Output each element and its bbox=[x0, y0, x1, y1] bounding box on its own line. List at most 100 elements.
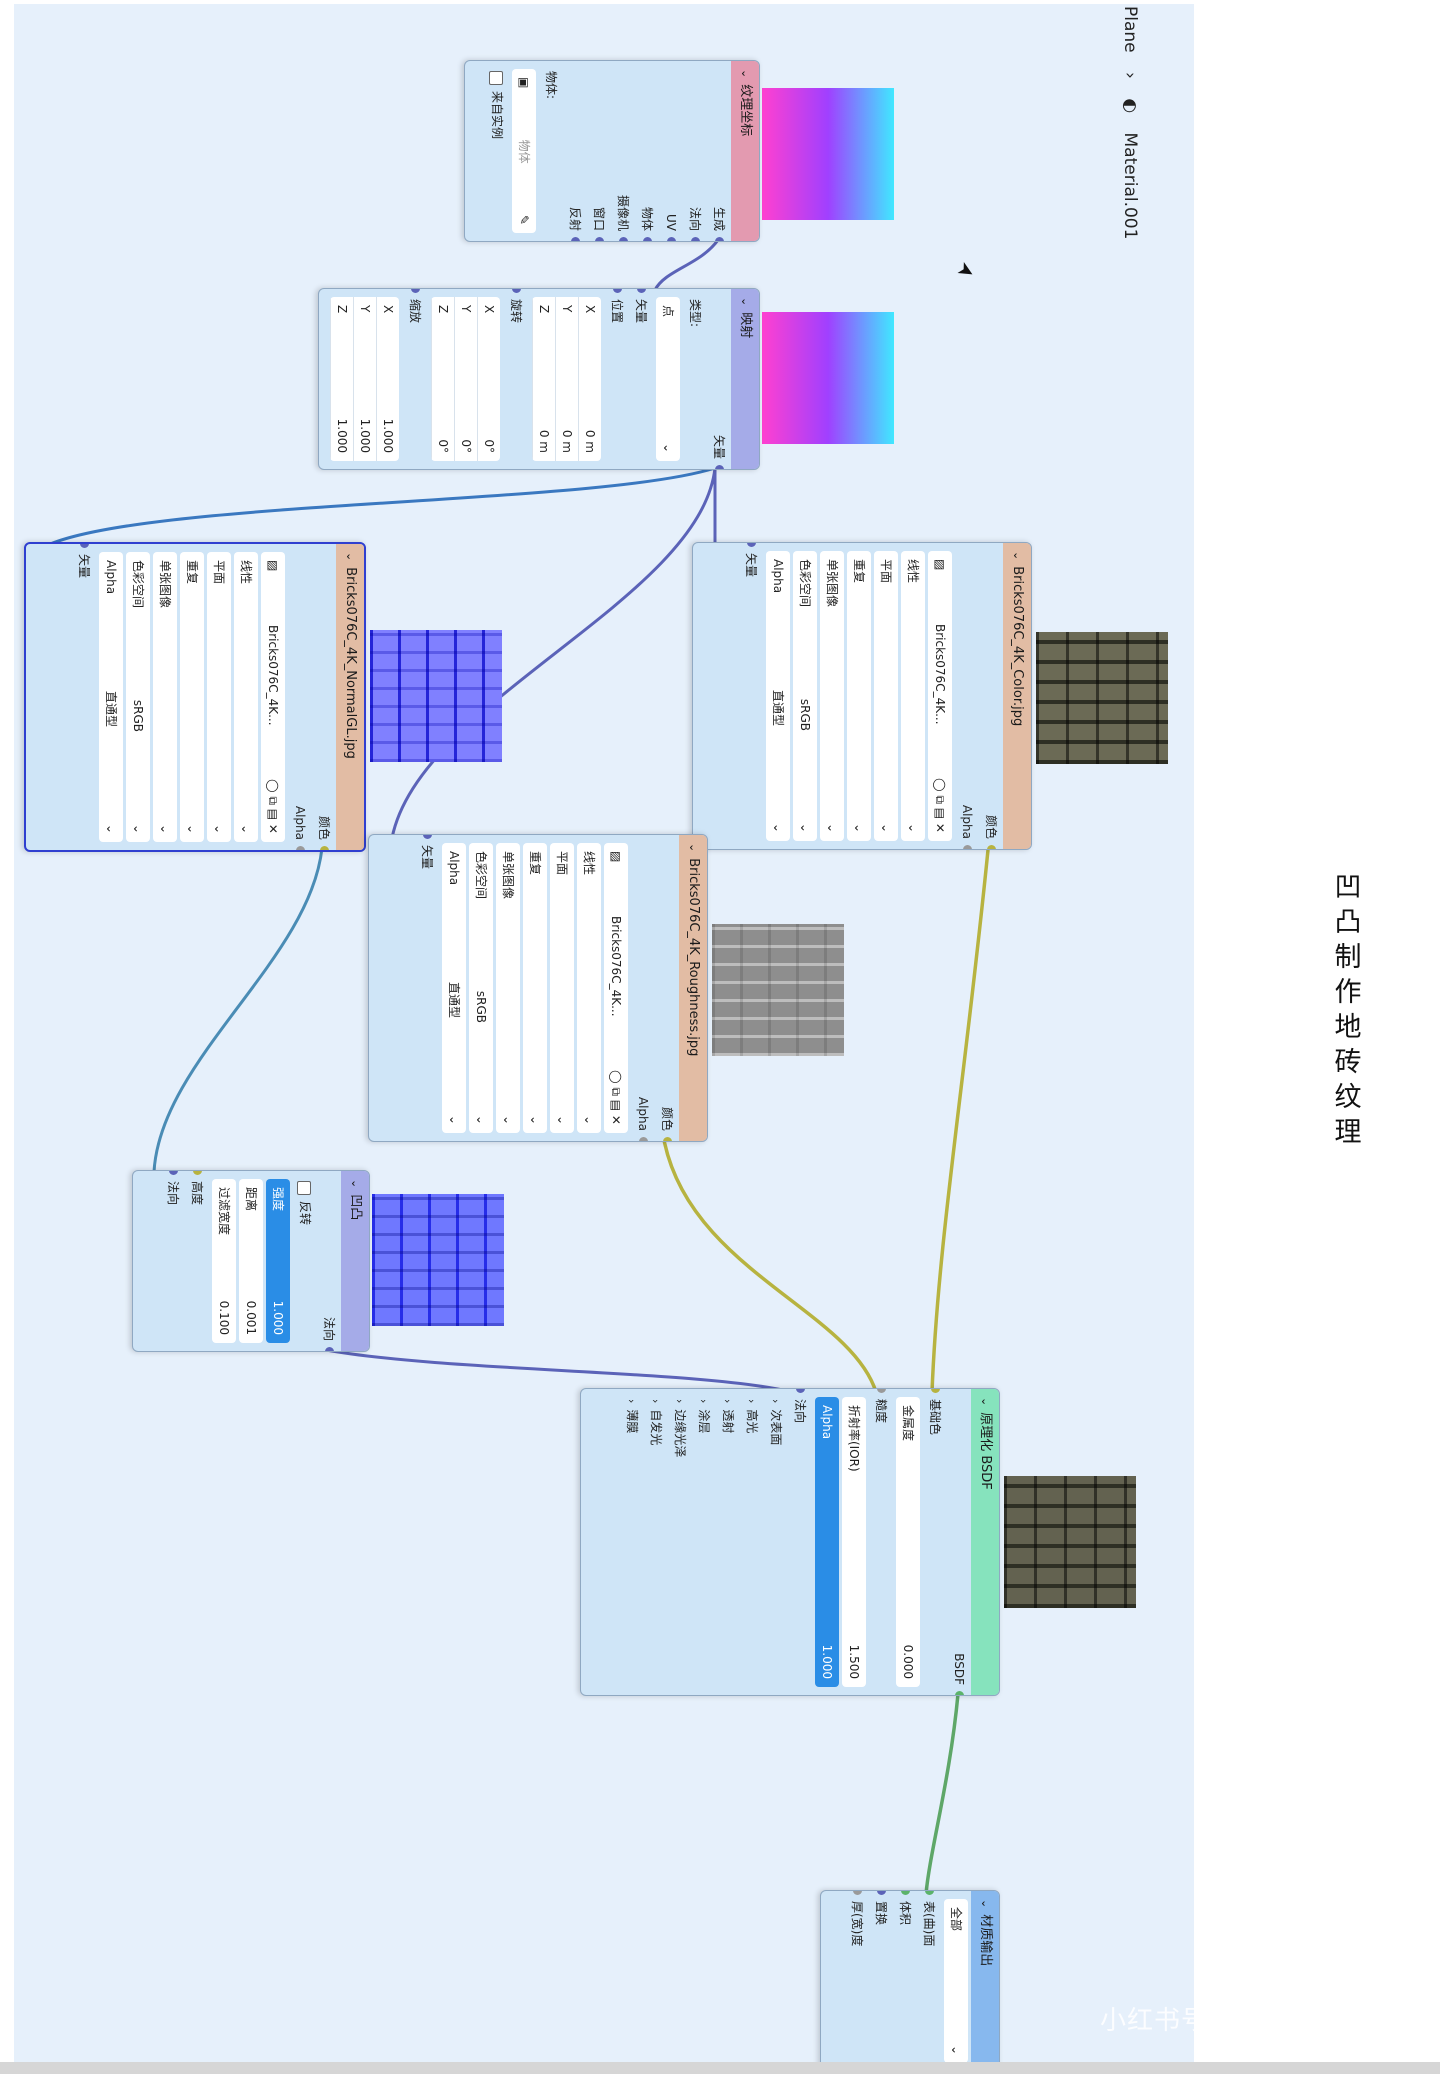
socket-input[interactable] bbox=[169, 1170, 178, 1175]
panel-thin-film[interactable]: ›薄膜 bbox=[620, 1389, 644, 1695]
image-actions-icon[interactable]: ◯ ⧉ ▤ ✕ bbox=[933, 778, 947, 833]
socket-output[interactable] bbox=[955, 1691, 964, 1696]
chevron-down-icon[interactable]: ⌄ bbox=[979, 1397, 992, 1407]
chevron-down-icon[interactable]: ⌄ bbox=[1011, 551, 1024, 561]
node-header[interactable]: ⌄纹理坐标 bbox=[731, 61, 759, 241]
node-header[interactable]: ⌄凹凸 bbox=[341, 1171, 369, 1351]
socket-input[interactable] bbox=[80, 542, 89, 548]
socket-input[interactable] bbox=[877, 1890, 886, 1895]
socket-output[interactable] bbox=[320, 846, 329, 852]
socket-output[interactable] bbox=[639, 1137, 648, 1142]
interpolation-dropdown[interactable]: 线性⌄ bbox=[901, 551, 925, 841]
projection-dropdown[interactable]: 平面⌄ bbox=[874, 551, 898, 841]
node-image-texture-color[interactable]: ⌄Bricks076C_4K_Color.jpg 颜色 Alpha ▨Brick… bbox=[692, 542, 1032, 850]
socket-input[interactable] bbox=[637, 288, 646, 293]
node-image-texture-roughness[interactable]: ⌄Bricks076C_4K_Roughness.jpg 颜色 Alpha ▨B… bbox=[368, 834, 708, 1142]
chevron-down-icon[interactable]: ⌄ bbox=[979, 1899, 992, 1909]
node-texture-coordinate[interactable]: ⌄纹理坐标 生成 法向 UV 物体 摄像机 窗口 反射 物体: ▣物体✎ 来自实… bbox=[464, 60, 760, 242]
image-actions-icon[interactable]: ◯ ⧉ ▤ ✕ bbox=[609, 1070, 623, 1125]
panel-subsurface[interactable]: ›次表面 bbox=[764, 1389, 788, 1695]
node-header[interactable]: ⌄Bricks076C_4K_NormalGL.jpg bbox=[336, 544, 364, 850]
socket-input[interactable] bbox=[877, 1388, 886, 1393]
socket-output[interactable] bbox=[963, 845, 972, 850]
panel-sheen[interactable]: ›边缘光泽 bbox=[668, 1389, 692, 1695]
node-header[interactable]: ⌄Bricks076C_4K_Roughness.jpg bbox=[679, 835, 707, 1141]
chevron-down-icon[interactable]: ⌄ bbox=[739, 297, 752, 307]
source-dropdown[interactable]: 单张图像⌄ bbox=[496, 843, 520, 1133]
interpolation-dropdown[interactable]: 线性⌄ bbox=[234, 552, 258, 842]
extension-dropdown[interactable]: 重复⌄ bbox=[180, 552, 204, 842]
node-image-texture-normal[interactable]: ⌄Bricks076C_4K_NormalGL.jpg 颜色 Alpha ▨Br… bbox=[24, 542, 366, 852]
breadcrumb-material[interactable]: Material.001 bbox=[1120, 132, 1140, 240]
invert-checkbox[interactable] bbox=[297, 1181, 312, 1195]
ior-field[interactable]: 折射率(IOR)1.500 bbox=[842, 1397, 866, 1687]
from-instancer-row[interactable]: 来自实例 bbox=[485, 61, 509, 241]
horizontal-scrollbar[interactable] bbox=[0, 2062, 1440, 2074]
socket-input[interactable] bbox=[747, 542, 756, 547]
socket-input[interactable] bbox=[853, 1890, 862, 1895]
node-header[interactable]: ⌄映射 bbox=[731, 289, 759, 469]
socket-input[interactable] bbox=[925, 1890, 934, 1895]
object-picker-field[interactable]: ▣物体✎ bbox=[512, 69, 536, 233]
eyedropper-icon[interactable]: ✎ bbox=[517, 214, 531, 225]
socket-input[interactable] bbox=[512, 288, 521, 293]
panel-transmission[interactable]: ›透射 bbox=[716, 1389, 740, 1695]
extension-dropdown[interactable]: 重复⌄ bbox=[847, 551, 871, 841]
node-header[interactable]: ⌄Bricks076C_4K_Color.jpg bbox=[1003, 543, 1031, 849]
socket-input[interactable] bbox=[423, 834, 432, 839]
image-selector[interactable]: ▨Bricks076C_4K...◯ ⧉ ▤ ✕ bbox=[261, 552, 285, 842]
target-dropdown[interactable]: 全部⌄ bbox=[944, 1899, 968, 2063]
socket-input[interactable] bbox=[411, 288, 420, 293]
node-header[interactable]: ⌄材质输出 bbox=[971, 1891, 999, 2071]
socket-input[interactable] bbox=[193, 1170, 202, 1175]
panel-coat[interactable]: ›涂层 bbox=[692, 1389, 716, 1695]
image-selector[interactable]: ▨Bricks076C_4K...◯ ⧉ ▤ ✕ bbox=[604, 843, 628, 1133]
node-material-output[interactable]: ⌄材质输出 全部⌄ 表(曲)面 体积 置换 厚(宽)度 bbox=[820, 1890, 1000, 2072]
socket-output[interactable] bbox=[325, 1347, 334, 1352]
projection-dropdown[interactable]: 平面⌄ bbox=[550, 843, 574, 1133]
panel-emission[interactable]: ›自发光 bbox=[644, 1389, 668, 1695]
socket-output[interactable] bbox=[595, 237, 604, 242]
socket-output[interactable] bbox=[715, 465, 724, 470]
node-header[interactable]: ⌄原理化 BSDF bbox=[971, 1389, 999, 1695]
interpolation-dropdown[interactable]: 线性⌄ bbox=[577, 843, 601, 1133]
extension-dropdown[interactable]: 重复⌄ bbox=[523, 843, 547, 1133]
projection-dropdown[interactable]: 平面⌄ bbox=[207, 552, 231, 842]
image-actions-icon[interactable]: ◯ ⧉ ▤ ✕ bbox=[266, 779, 280, 834]
invert-row[interactable]: 反转 bbox=[293, 1171, 317, 1351]
socket-output[interactable] bbox=[987, 845, 996, 850]
panel-specular[interactable]: ›高光 bbox=[740, 1389, 764, 1695]
chevron-down-icon[interactable]: ⌄ bbox=[349, 1179, 362, 1189]
image-selector[interactable]: ▨Bricks076C_4K...◯ ⧉ ▤ ✕ bbox=[928, 551, 952, 841]
breadcrumb-object[interactable]: Plane bbox=[1120, 6, 1140, 53]
type-dropdown[interactable]: 点⌄ bbox=[656, 297, 680, 461]
socket-output[interactable] bbox=[667, 237, 676, 242]
source-dropdown[interactable]: 单张图像⌄ bbox=[820, 551, 844, 841]
chevron-down-icon[interactable]: ⌄ bbox=[344, 552, 357, 562]
from-instancer-checkbox[interactable] bbox=[489, 71, 504, 85]
chevron-down-icon[interactable]: ⌄ bbox=[739, 69, 752, 79]
socket-input[interactable] bbox=[931, 1388, 940, 1393]
socket-output[interactable] bbox=[571, 237, 580, 242]
socket-output[interactable] bbox=[691, 237, 700, 242]
